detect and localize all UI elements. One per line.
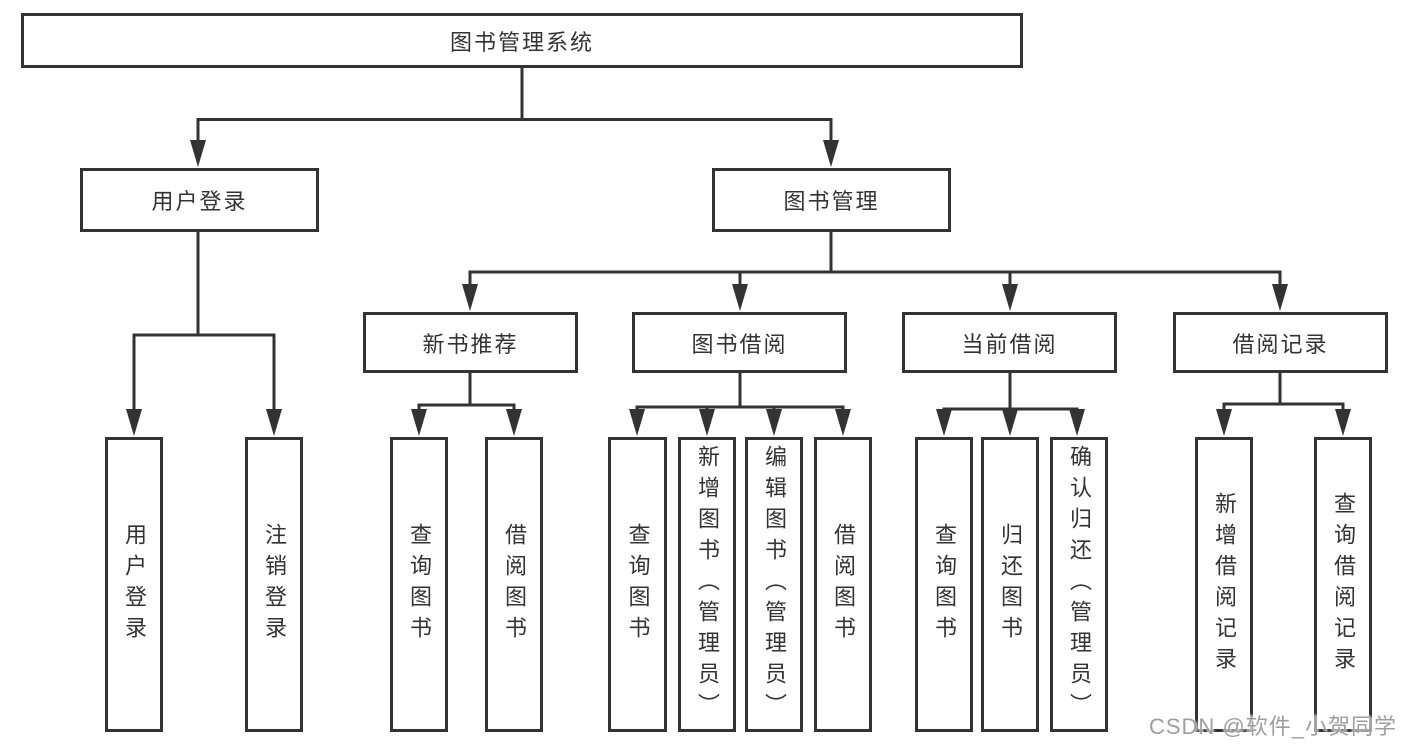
leaf-borrow-add-admin: 新增图书（管理员） <box>678 437 736 732</box>
node-user-login: 用户登录 <box>80 168 319 232</box>
leaf-newbook-borrow: 借阅图书 <box>485 437 543 732</box>
node-new-book-recommend: 新书推荐 <box>363 312 578 373</box>
leaf-logout: 注销登录 <box>245 437 303 732</box>
leaf-borrow-book: 借阅图书 <box>814 437 872 732</box>
leaf-record-query-label: 查询借阅记录 <box>1331 491 1356 678</box>
leaf-current-query-label: 查询图书 <box>932 522 957 647</box>
leaf-current-return: 归还图书 <box>981 437 1039 732</box>
leaf-borrow-book-label: 借阅图书 <box>831 522 856 647</box>
arrowheads <box>126 140 1351 436</box>
leaf-current-return-label: 归还图书 <box>998 522 1023 647</box>
leaf-record-add: 新增借阅记录 <box>1195 437 1253 732</box>
node-book-management-label: 图书管理 <box>783 189 880 214</box>
node-root-label: 图书管理系统 <box>449 29 594 55</box>
node-book-borrow-label: 图书借阅 <box>691 331 788 357</box>
node-current-borrow-label: 当前借阅 <box>961 331 1058 357</box>
node-borrow-records-label: 借阅记录 <box>1232 331 1329 357</box>
leaf-user-login: 用户登录 <box>105 437 163 732</box>
leaf-borrow-edit-admin-label: 编辑图书（管理员） <box>762 445 787 724</box>
leaf-borrow-query: 查询图书 <box>608 437 667 732</box>
leaf-record-add-label: 新增借阅记录 <box>1212 491 1237 678</box>
leaf-current-confirm-admin: 确认归还（管理员） <box>1050 437 1108 732</box>
leaf-borrow-add-admin-label: 新增图书（管理员） <box>695 445 720 724</box>
leaf-borrow-edit-admin: 编辑图书（管理员） <box>745 437 803 732</box>
leaf-current-confirm-admin-label: 确认归还（管理员） <box>1067 445 1092 724</box>
leaf-borrow-query-label: 查询图书 <box>625 522 651 647</box>
leaf-newbook-query-label: 查询图书 <box>407 522 432 647</box>
node-book-borrow: 图书借阅 <box>632 312 847 373</box>
leaf-logout-label: 注销登录 <box>262 522 287 647</box>
leaf-newbook-borrow-label: 借阅图书 <box>502 522 527 647</box>
node-root: 图书管理系统 <box>21 13 1023 68</box>
leaf-newbook-query: 查询图书 <box>390 437 448 732</box>
leaf-current-query: 查询图书 <box>915 437 973 732</box>
node-current-borrow: 当前借阅 <box>902 312 1117 373</box>
node-borrow-records: 借阅记录 <box>1173 312 1388 373</box>
leaf-record-query: 查询借阅记录 <box>1314 437 1372 732</box>
node-user-login-label: 用户登录 <box>151 189 248 214</box>
node-book-management: 图书管理 <box>712 168 951 232</box>
node-new-book-recommend-label: 新书推荐 <box>422 331 519 357</box>
leaf-user-login-label: 用户登录 <box>122 522 147 647</box>
